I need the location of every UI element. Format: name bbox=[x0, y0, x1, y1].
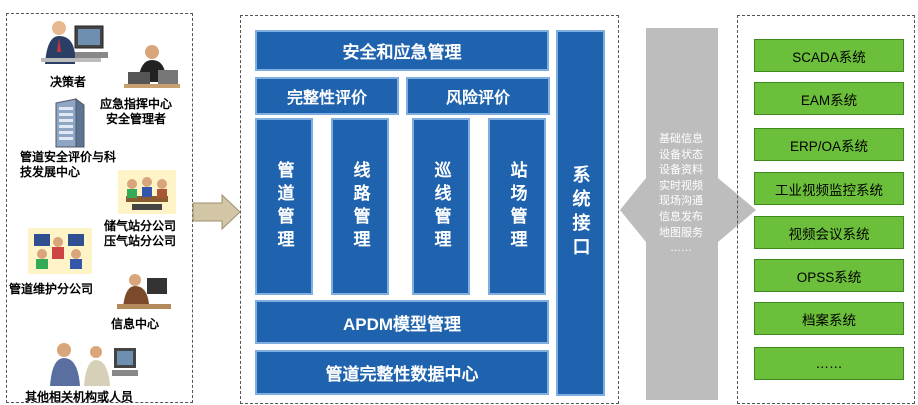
system-box-video-conf: 视频会议系统 bbox=[754, 216, 904, 249]
manager-at-desk-icon bbox=[124, 45, 180, 88]
user-label-decision-maker: 决策者 bbox=[50, 75, 87, 89]
system-box-video-monitor: 工业视频监控系统 bbox=[754, 172, 904, 205]
system-box-erp: ERP/OA系统 bbox=[754, 128, 904, 161]
businessman-at-computer-icon bbox=[41, 21, 108, 64]
service-item: 实时视频 bbox=[659, 179, 703, 192]
station-mgmt-box: 站场管理 bbox=[488, 118, 546, 295]
user-label-station-companies: 储气站分公司 压气站分公司 bbox=[104, 219, 177, 248]
service-item: 设备资料 bbox=[659, 164, 703, 177]
system-box-archive: 档案系统 bbox=[754, 302, 904, 335]
service-item: 地图服务 bbox=[659, 226, 703, 239]
system-box-eam: EAM系统 bbox=[754, 82, 904, 115]
pipeline-mgmt-box: 管道管理 bbox=[255, 118, 313, 295]
user-label-maintenance: 管道维护分公司 bbox=[9, 282, 94, 296]
user-label-command-center: 应急指挥中心 安全管理者 bbox=[100, 97, 173, 126]
risk-eval-box: 风险评价 bbox=[406, 77, 550, 115]
system-box-scada: SCADA系统 bbox=[754, 39, 904, 72]
service-item: 设备状态 bbox=[659, 148, 703, 161]
people-at-computer-icon bbox=[50, 343, 138, 386]
apdm-box: APDM模型管理 bbox=[255, 300, 549, 344]
integrity-eval-box: 完整性评价 bbox=[255, 77, 399, 115]
service-item: 信息发布 bbox=[659, 210, 703, 223]
user-label-others: 其他相关机构或人员 bbox=[25, 390, 134, 404]
data-center-box: 管道完整性数据中心 bbox=[255, 350, 549, 395]
route-mgmt-box: 线路管理 bbox=[331, 118, 389, 295]
system-box-more: …… bbox=[754, 347, 904, 380]
user-label-safety-center: 管道安全评价与科 技发展中心 bbox=[20, 150, 117, 179]
system-interface-box: 系统接口 bbox=[556, 30, 605, 396]
systems-panel bbox=[737, 15, 915, 404]
platform-panel bbox=[240, 15, 619, 404]
safety-emergency-box: 安全和应急管理 bbox=[255, 30, 549, 71]
service-item: 基础信息 bbox=[659, 133, 703, 145]
middle-services-list: 基础信息 设备状态 设备资料 实时视频 现场沟通 信息发布 地图服务 …… bbox=[651, 132, 711, 257]
service-item: 现场沟通 bbox=[659, 195, 703, 208]
patrol-mgmt-box: 巡线管理 bbox=[412, 118, 470, 295]
office-building-icon bbox=[55, 98, 85, 148]
flow-arrow-right-icon bbox=[192, 194, 241, 230]
person-at-desk-icon bbox=[117, 274, 171, 309]
user-label-info-center: 信息中心 bbox=[111, 317, 160, 331]
service-item: …… bbox=[670, 242, 692, 255]
team-at-computers-icon bbox=[28, 228, 92, 274]
system-box-opss: OPSS系统 bbox=[754, 259, 904, 292]
double-arrow-icon bbox=[620, 28, 756, 400]
meeting-group-icon bbox=[118, 170, 176, 214]
